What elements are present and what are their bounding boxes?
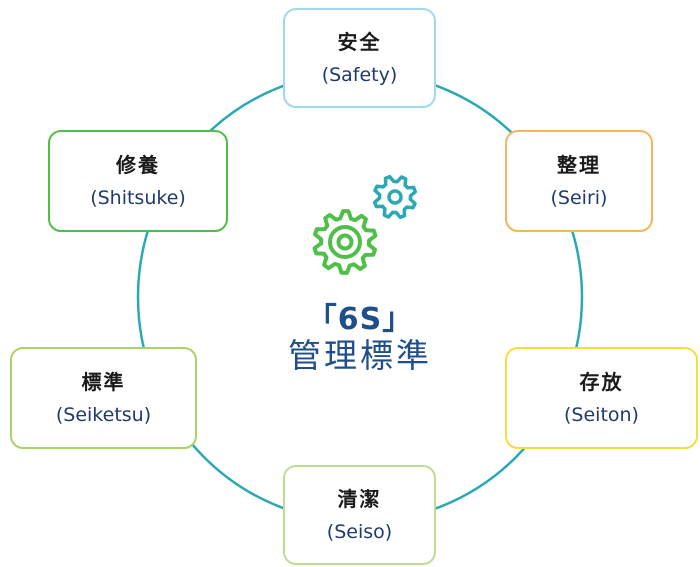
- node-safety-zh: 安全: [337, 29, 382, 54]
- node-seiri: 整理 (Seiri): [505, 130, 653, 232]
- node-seiri-en: (Seiri): [550, 186, 608, 209]
- node-safety-en: (Safety): [321, 63, 398, 86]
- node-shitsuke-zh: 修養: [116, 152, 160, 177]
- node-seiso-zh: 清潔: [337, 486, 382, 511]
- node-seiso: 清潔 (Seiso): [283, 465, 436, 565]
- node-seiso-en: (Seiso): [326, 520, 393, 543]
- node-seiton: 存放 (Seiton): [505, 347, 698, 449]
- center-title-line1: 「6S」: [306, 302, 414, 337]
- node-seiton-zh: 存放: [579, 369, 624, 394]
- gear-small-icon: [372, 174, 418, 220]
- node-seiketsu-zh: 標準: [81, 369, 126, 394]
- center-title: 「6S」 管理標準: [250, 302, 470, 375]
- center-title-line2: 管理標準: [288, 336, 432, 375]
- node-safety: 安全 (Safety): [283, 8, 436, 108]
- node-seiri-zh: 整理: [557, 152, 601, 177]
- node-shitsuke-en: (Shitsuke): [90, 186, 186, 209]
- node-seiton-en: (Seiton): [564, 403, 639, 426]
- node-shitsuke: 修養 (Shitsuke): [48, 130, 228, 232]
- gear-large-icon: [312, 209, 378, 275]
- gears-icon: [312, 174, 418, 275]
- node-seiketsu: 標準 (Seiketsu): [10, 347, 197, 449]
- node-seiketsu-en: (Seiketsu): [55, 403, 152, 426]
